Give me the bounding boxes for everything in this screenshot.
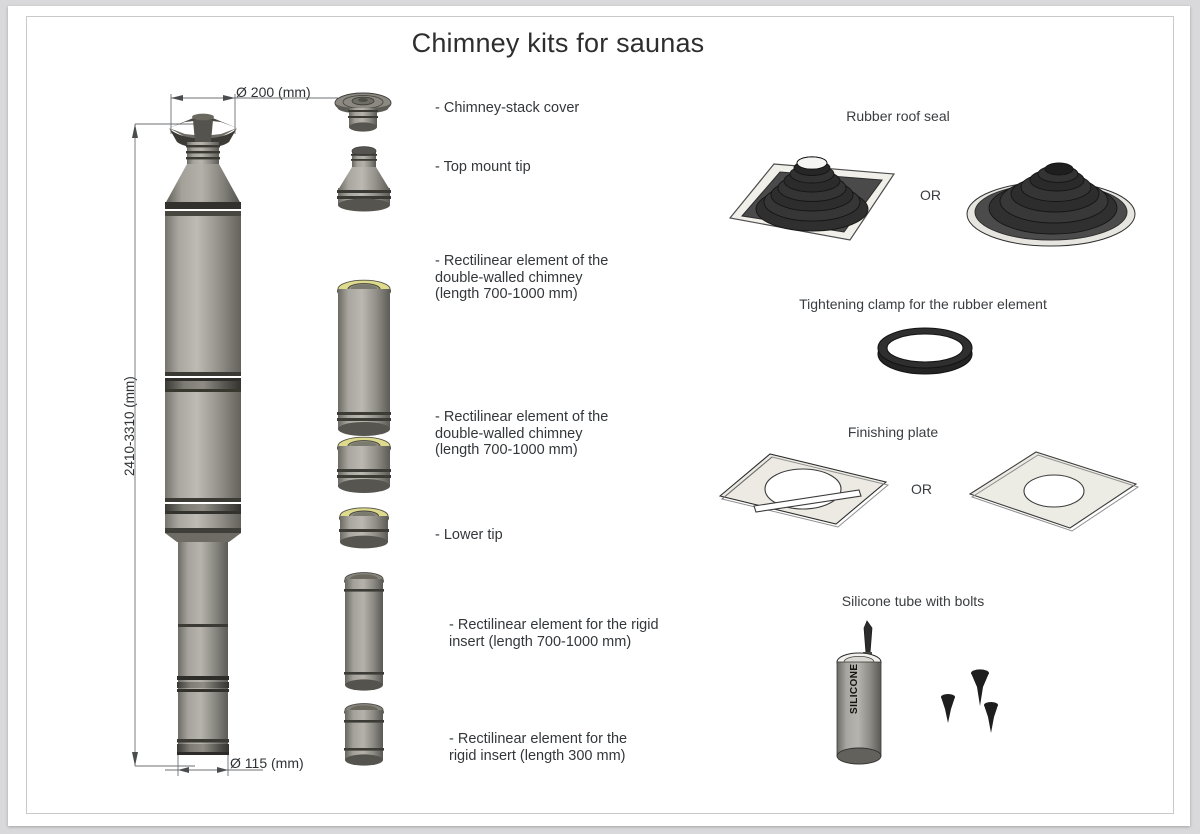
- part-label-top-mount-tip: - Top mount tip: [435, 159, 531, 175]
- rubber-cone-stack: [755, 156, 869, 232]
- part-label-rigid-insert-short: - Rectilinear element for the rigid inse…: [449, 731, 628, 764]
- solid-plate: [968, 451, 1140, 532]
- or-separator-finishing-plate: OR: [911, 481, 932, 497]
- or-separator-rubber-seal: OR: [920, 187, 941, 203]
- part-rigid-insert-short: [344, 703, 384, 766]
- bolts-drawing: [941, 669, 998, 733]
- rubber-roof-seal-round-drawing: [966, 162, 1136, 247]
- silicone-tube-text: SILICONE: [849, 664, 860, 714]
- part-double-wall-element-1: [337, 279, 391, 436]
- split-plate-gap: [753, 489, 862, 513]
- part-label-lower-tip: - Lower tip: [435, 527, 503, 543]
- chimney-cap-assembled: [169, 113, 237, 148]
- finishing-plate-split-drawing: [718, 453, 890, 528]
- accessory-heading-rubber-roof-seal: Rubber roof seal: [846, 108, 950, 124]
- bolt-icon-2: [941, 694, 955, 723]
- dimension-bottom-diameter: Ø 115 (mm): [230, 755, 304, 771]
- page-title: Chimney kits for saunas: [411, 28, 705, 58]
- accessory-heading-finishing-plate: Finishing plate: [847, 424, 939, 440]
- assembled-chimney-drawing: [132, 94, 338, 776]
- bolt-icon-1: [971, 669, 989, 706]
- accessory-heading-silicone-tube: Silicone tube with bolts: [841, 593, 985, 609]
- document-sheet: Chimney kits for saunas Ø 200 (mm) Ø 115…: [8, 6, 1190, 826]
- silicone-tube-drawing: SILICONE: [836, 620, 882, 765]
- finishing-plate-solid-drawing: [968, 451, 1140, 532]
- bolt-icon-3: [984, 702, 998, 733]
- rubber-dome-stack: [988, 162, 1118, 235]
- clamp-ring: [877, 327, 973, 375]
- part-lower-tip: [339, 507, 389, 549]
- part-label-chimney-stack-cover: - Chimney-stack cover: [435, 100, 580, 116]
- part-label-double-wall-element-2: - Rectilinear element of the double-wall…: [435, 409, 609, 458]
- part-rigid-insert-long: [344, 572, 384, 691]
- part-label-double-wall-element-1: - Rectilinear element of the double-wall…: [435, 253, 609, 302]
- exploded-parts-column: [334, 92, 392, 766]
- sheet-border: [26, 16, 1174, 814]
- accessory-heading-tightening-clamp: Tightening clamp for the rubber element: [799, 296, 1047, 312]
- dimension-top-diameter: Ø 200 (mm): [236, 84, 311, 100]
- part-label-rigid-insert-long: - Rectilinear element for the rigid inse…: [449, 617, 659, 650]
- tightening-clamp-drawing: [877, 327, 973, 375]
- part-double-wall-element-2: [337, 436, 391, 493]
- part-top-mount-tip: [337, 146, 391, 212]
- rubber-roof-seal-square-drawing: [728, 156, 896, 241]
- part-chimney-stack-cover: [334, 92, 392, 132]
